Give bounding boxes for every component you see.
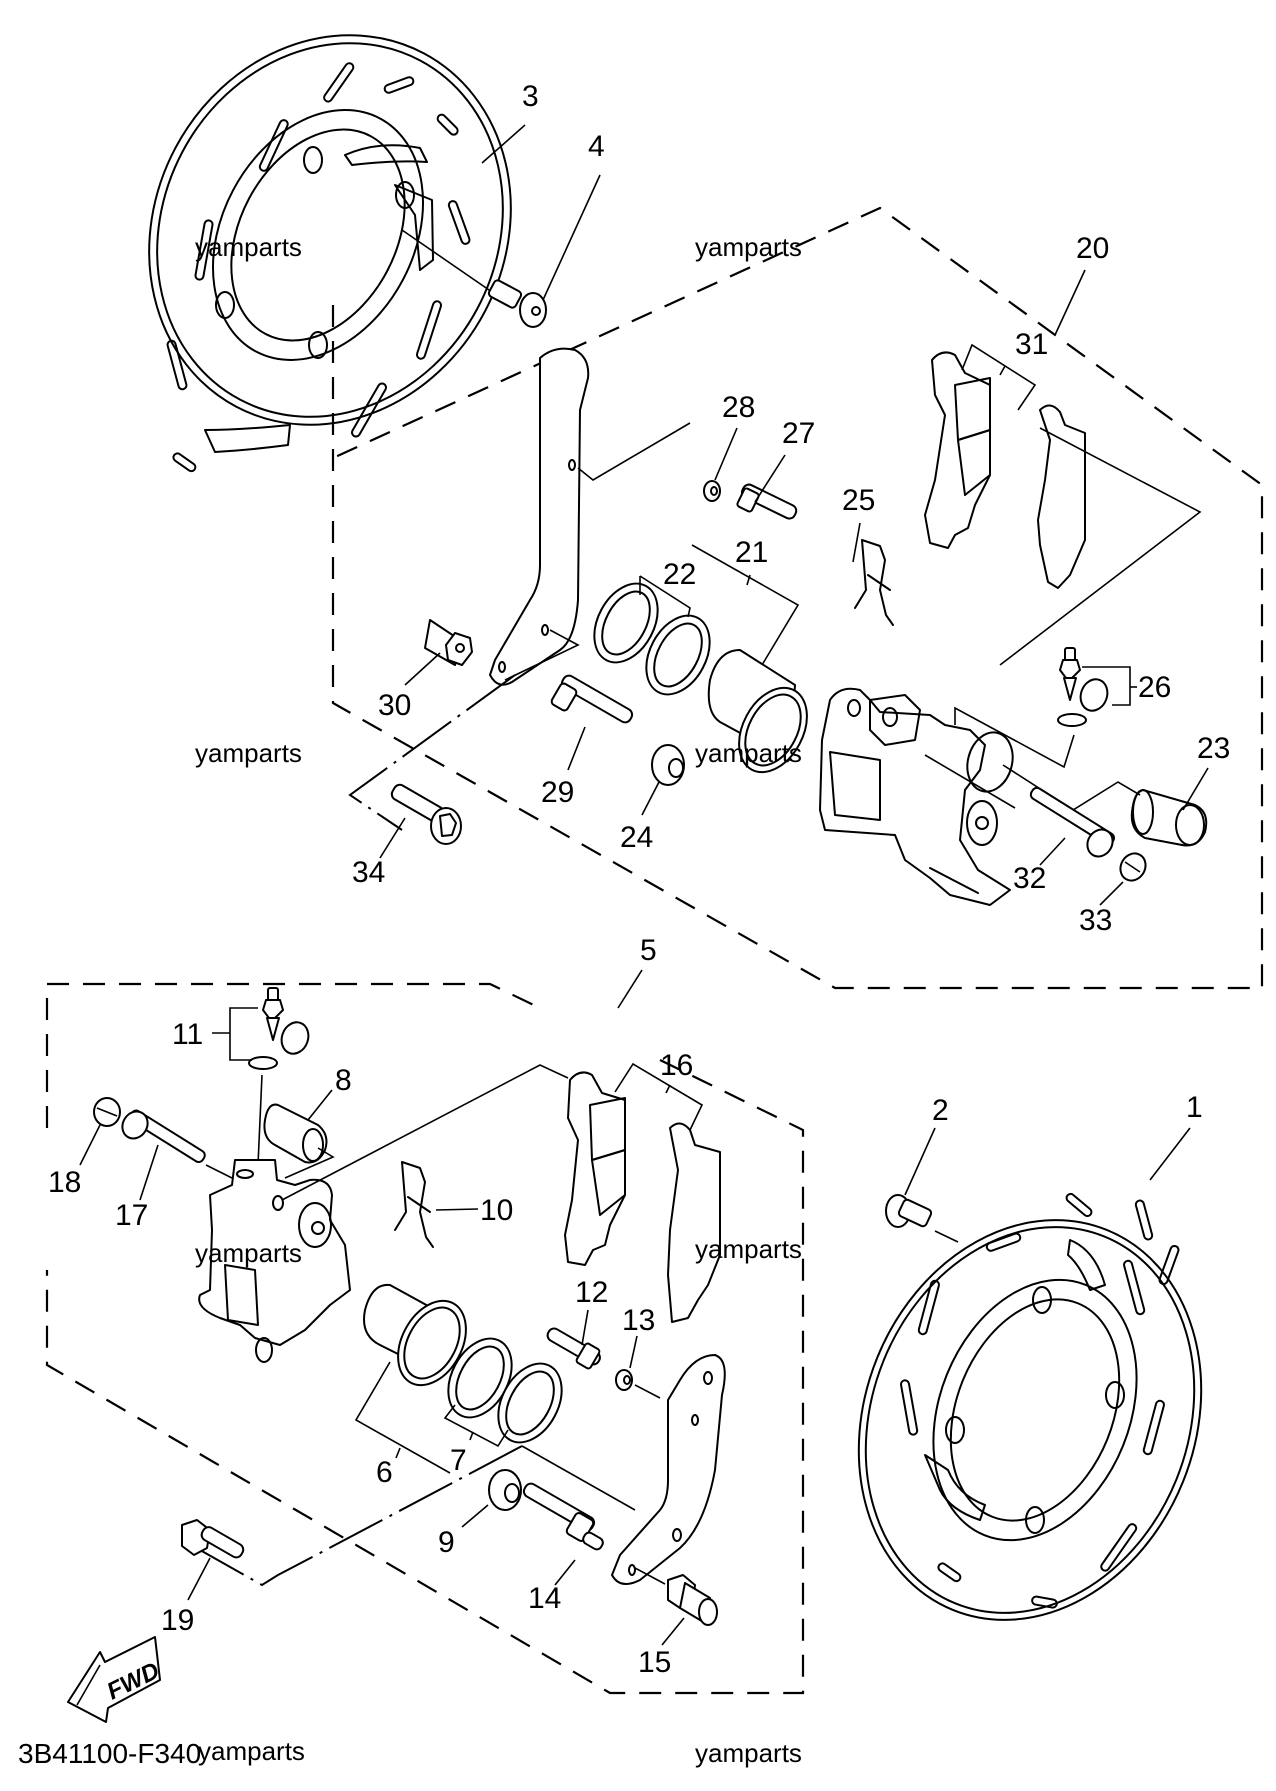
label-6[interactable]: 6 <box>376 1456 393 1489</box>
label-30[interactable]: 30 <box>378 689 411 722</box>
label-33[interactable]: 33 <box>1079 904 1112 937</box>
label-7[interactable]: 7 <box>450 1444 467 1477</box>
brake-pad-kit-upper[interactable] <box>924 351 1086 589</box>
watermark: yamparts <box>195 1238 302 1268</box>
label-29[interactable]: 29 <box>541 776 574 809</box>
watermark-7: yamparts <box>695 1738 802 1768</box>
watermark-5: yamparts <box>195 738 302 768</box>
mount-bolt-upper[interactable] <box>390 783 462 845</box>
label-19[interactable]: 19 <box>161 1604 194 1637</box>
watermark-2: yamparts <box>695 1234 802 1264</box>
piston-seal-kit-upper[interactable] <box>582 573 723 705</box>
label-5[interactable]: 5 <box>640 934 657 967</box>
label-2[interactable]: 2 <box>932 1094 949 1127</box>
pad-pin-upper[interactable] <box>1029 786 1118 861</box>
label-32[interactable]: 32 <box>1013 862 1046 895</box>
mount-bolt-lower[interactable] <box>181 1519 245 1560</box>
label-11[interactable]: 11 <box>172 1018 203 1051</box>
label-22[interactable]: 22 <box>663 558 696 591</box>
label-18[interactable]: 18 <box>48 1166 81 1199</box>
pad-spring-lower[interactable] <box>394 1161 434 1248</box>
bolt-upper[interactable] <box>424 619 473 666</box>
label-25[interactable]: 25 <box>842 484 875 517</box>
caliper-body-lower[interactable] <box>198 1159 351 1363</box>
watermark-3: yamparts <box>195 232 302 262</box>
bleed-screw-set-lower[interactable] <box>248 987 313 1070</box>
pad-pin-lower[interactable] <box>117 1107 206 1164</box>
pin-lower-b[interactable] <box>522 1481 605 1551</box>
label-14[interactable]: 14 <box>528 1582 561 1615</box>
pin-lower-a[interactable] <box>545 1326 602 1370</box>
label-12[interactable]: 12 <box>575 1276 608 1309</box>
clip-upper[interactable] <box>703 480 721 502</box>
pad-spring-upper[interactable] <box>854 539 894 626</box>
label-28[interactable]: 28 <box>722 391 755 424</box>
watermark-4: yamparts <box>695 232 802 262</box>
brake-pad-kit-lower[interactable] <box>564 1071 721 1323</box>
piston-upper[interactable] <box>707 649 821 784</box>
label-23[interactable]: 23 <box>1197 732 1230 765</box>
boot-upper[interactable] <box>651 744 685 786</box>
pad-support-upper[interactable] <box>1130 789 1208 847</box>
pad-support-lower[interactable] <box>263 1103 328 1164</box>
bolt-lower[interactable] <box>667 1574 718 1626</box>
label-27[interactable]: 27 <box>782 417 815 450</box>
label-20[interactable]: 20 <box>1076 232 1109 265</box>
plug-upper[interactable] <box>1116 849 1151 885</box>
label-8[interactable]: 8 <box>335 1064 352 1097</box>
label-26[interactable]: 26 <box>1138 671 1171 704</box>
piston-seal-kit-lower[interactable] <box>436 1328 575 1453</box>
label-15[interactable]: 15 <box>638 1646 671 1679</box>
label-3[interactable]: 3 <box>522 80 539 113</box>
label-10[interactable]: 10 <box>480 1194 513 1227</box>
forward-direction-arrow: FWD <box>67 1636 164 1723</box>
plug-lower[interactable] <box>93 1097 121 1127</box>
caliper-body-upper[interactable] <box>819 687 1019 906</box>
label-24[interactable]: 24 <box>620 821 653 854</box>
label-17[interactable]: 17 <box>115 1199 148 1232</box>
bleed-screw-set-upper[interactable] <box>1057 647 1112 727</box>
disc-bolt-upper[interactable] <box>401 229 547 328</box>
watermark-8: yamparts <box>198 1736 305 1766</box>
diagram-code: 3B41100-F340 <box>18 1738 201 1769</box>
boot-lower[interactable] <box>488 1469 522 1511</box>
group-outline-5 <box>45 982 805 1695</box>
clip-lower[interactable] <box>615 1369 633 1391</box>
label-4[interactable]: 4 <box>588 130 605 163</box>
piston-lower[interactable] <box>363 1283 480 1397</box>
label-34[interactable]: 34 <box>352 856 385 889</box>
pin-upper-a[interactable] <box>736 483 798 521</box>
caliper-bracket-upper[interactable] <box>489 347 590 686</box>
brake-disc-lower[interactable] <box>800 1168 1260 1672</box>
label-21[interactable]: 21 <box>735 536 768 569</box>
label-16[interactable]: 16 <box>660 1049 693 1082</box>
group-outline-20 <box>331 206 1264 990</box>
caliper-bracket-lower[interactable] <box>611 1354 726 1585</box>
disc-bolt-lower[interactable] <box>885 1194 959 1243</box>
brake-disc-upper[interactable] <box>82 0 579 489</box>
label-9[interactable]: 9 <box>438 1526 455 1559</box>
label-31[interactable]: 31 <box>1015 328 1048 361</box>
label-1[interactable]: 1 <box>1186 1091 1203 1124</box>
pin-upper-b[interactable] <box>550 673 634 724</box>
label-13[interactable]: 13 <box>622 1304 655 1337</box>
watermark-6: yamparts <box>695 738 802 768</box>
